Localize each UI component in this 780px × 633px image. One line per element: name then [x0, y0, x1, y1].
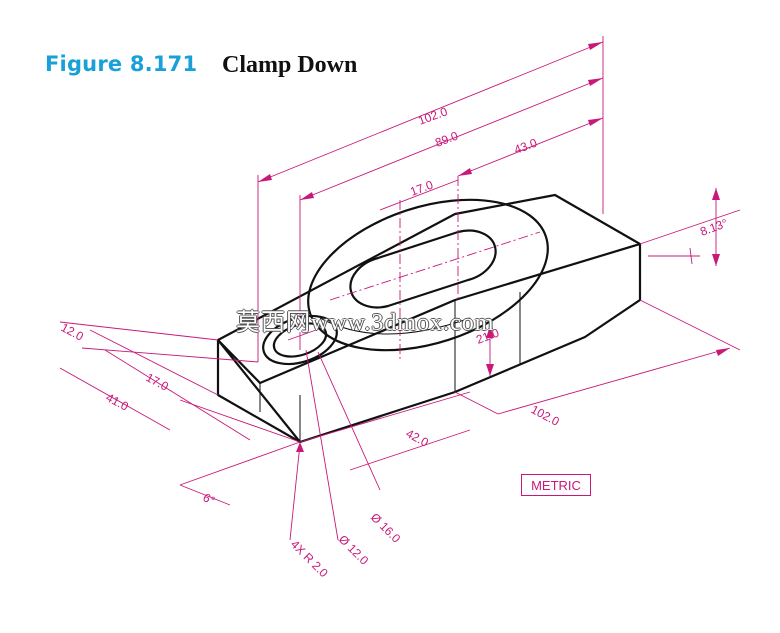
- dim-angle-6: 6°: [201, 490, 218, 508]
- center-lines: [287, 176, 541, 360]
- figure-number: Figure 8.171: [45, 52, 198, 76]
- arrowheads: [258, 42, 730, 452]
- dimension-lines: [59, 36, 741, 541]
- dim-radius: 4X R 2.0: [288, 537, 331, 580]
- dim-offset-17: 17.0: [144, 370, 171, 393]
- dim-slot-end: 89.0: [433, 129, 460, 150]
- dim-overall-length: 102.0: [416, 104, 449, 128]
- dim-width-12: 12.0: [59, 320, 86, 343]
- metric-label: METRIC: [521, 474, 591, 496]
- dim-slot-center: 43.0: [512, 136, 539, 157]
- dim-base-42: 42.0: [404, 426, 431, 449]
- dim-hole-12: Ø 12.0: [336, 532, 372, 568]
- dimension-labels: 102.0 89.0 43.0 17.0 8.13° 12.0 17.0 41.…: [59, 104, 730, 580]
- dim-width-41: 41.0: [104, 390, 131, 413]
- dim-angle-top: 8.13°: [698, 216, 729, 239]
- figure-title: Clamp Down: [222, 52, 358, 78]
- watermark: 莫西网www.3dmox.com: [236, 310, 495, 336]
- dim-slot-length: 17.0: [408, 178, 435, 199]
- dim-base-length: 102.0: [529, 402, 562, 429]
- dim-hole-16: Ø 16.0: [368, 510, 404, 546]
